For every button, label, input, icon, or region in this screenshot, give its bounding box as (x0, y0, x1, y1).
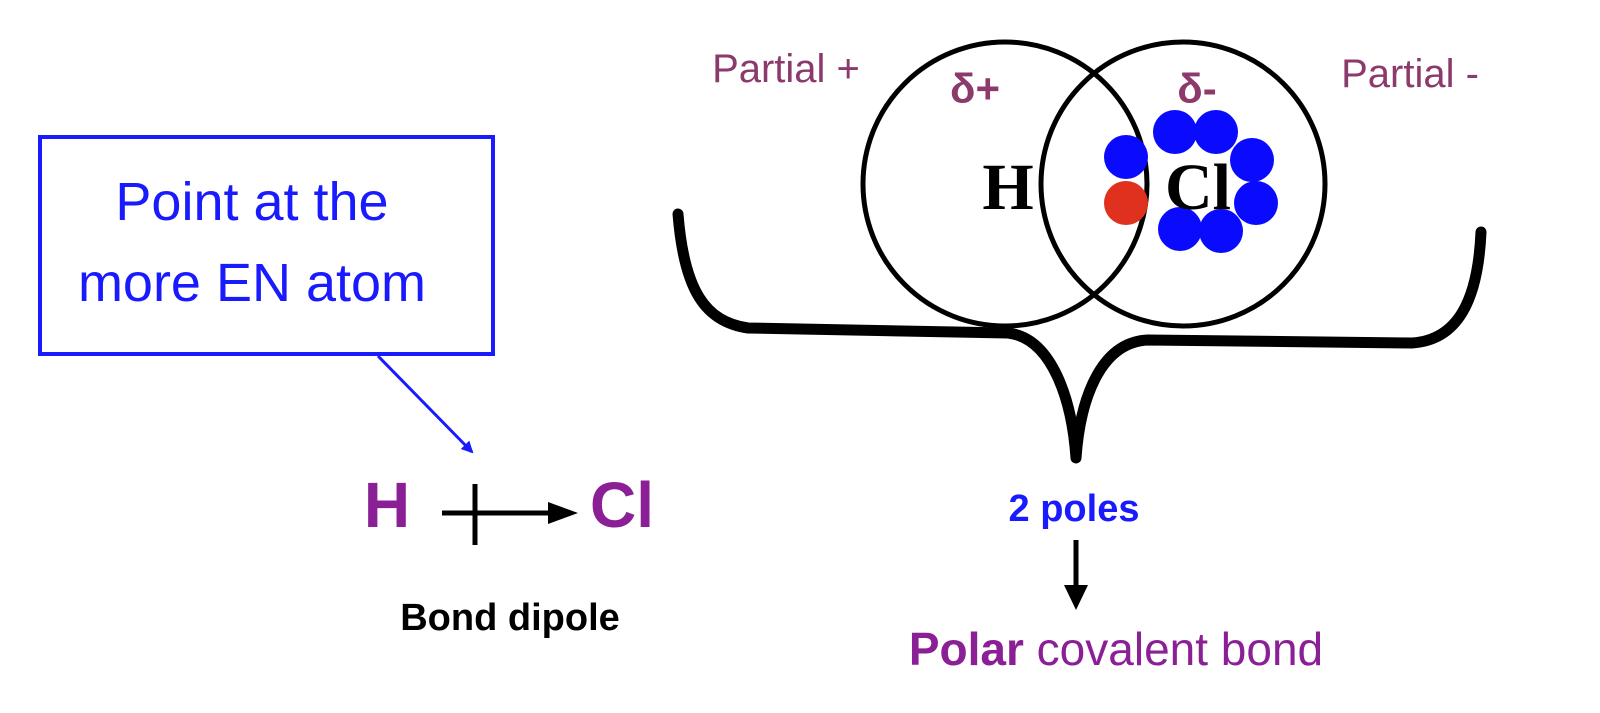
conclusion-bold-word: Polar (909, 623, 1024, 675)
bond-dipole: H Cl Bond dipole (364, 469, 654, 639)
partial-minus-label: Partial - (1341, 52, 1479, 96)
electron-dot (1234, 181, 1278, 225)
shared-electron-dot (1104, 181, 1148, 225)
delta-minus-symbol: δ- (1177, 65, 1216, 112)
conclusion-rest: covalent bond (1024, 623, 1323, 675)
curly-brace (672, 208, 1487, 464)
electron-dot (1230, 138, 1274, 182)
h-orbital (860, 39, 1150, 329)
callout-box (38, 135, 495, 356)
callout-line-1: Point at the (115, 172, 388, 232)
callout-pointer-arrow (376, 354, 474, 454)
dipole-arrow (442, 484, 578, 545)
cl-orbital (1038, 39, 1328, 329)
bond-dipole-caption: Bond dipole (400, 597, 620, 639)
orbital-atom-cl: Cl (1165, 151, 1231, 224)
two-poles-label: 2 poles (1009, 488, 1140, 530)
electron-dot (1104, 135, 1148, 179)
dipole-atom-cl: Cl (590, 469, 654, 541)
conclusion-text: Polar covalent bond (909, 623, 1323, 675)
orbital-diagram: Partial + Partial - δ+ δ- H Cl (712, 39, 1479, 329)
electron-dot (1199, 209, 1243, 253)
dipole-atom-h: H (364, 469, 410, 541)
electron-dot (1194, 110, 1238, 154)
partial-plus-label: Partial + (712, 47, 860, 91)
callout-line-2: more EN atom (78, 253, 426, 313)
electron-dot (1153, 110, 1197, 154)
orbital-atom-h: H (982, 151, 1033, 224)
callout: Point at the more EN atom (38, 135, 495, 454)
electron-dots (1104, 110, 1278, 253)
delta-plus-symbol: δ+ (950, 65, 1000, 112)
down-arrow (1064, 540, 1088, 610)
electron-dot (1158, 207, 1202, 251)
